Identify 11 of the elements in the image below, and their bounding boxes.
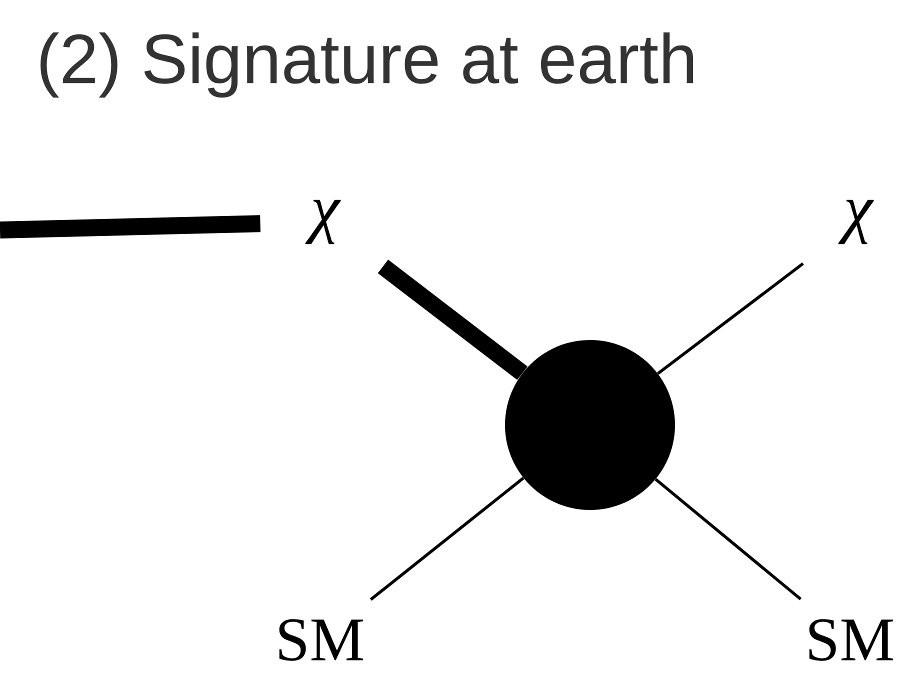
line [654,478,802,600]
particle-label: SM [279,619,363,661]
title: (2) Signature at earth [40,32,694,98]
thick-line [378,260,528,380]
line [657,262,804,375]
particle-label: χ [838,200,874,244]
line [370,476,524,601]
particle-label: SM [809,619,893,661]
particle-label: χ [305,200,341,244]
vertex-circle [505,340,675,510]
thick-line [0,215,260,238]
